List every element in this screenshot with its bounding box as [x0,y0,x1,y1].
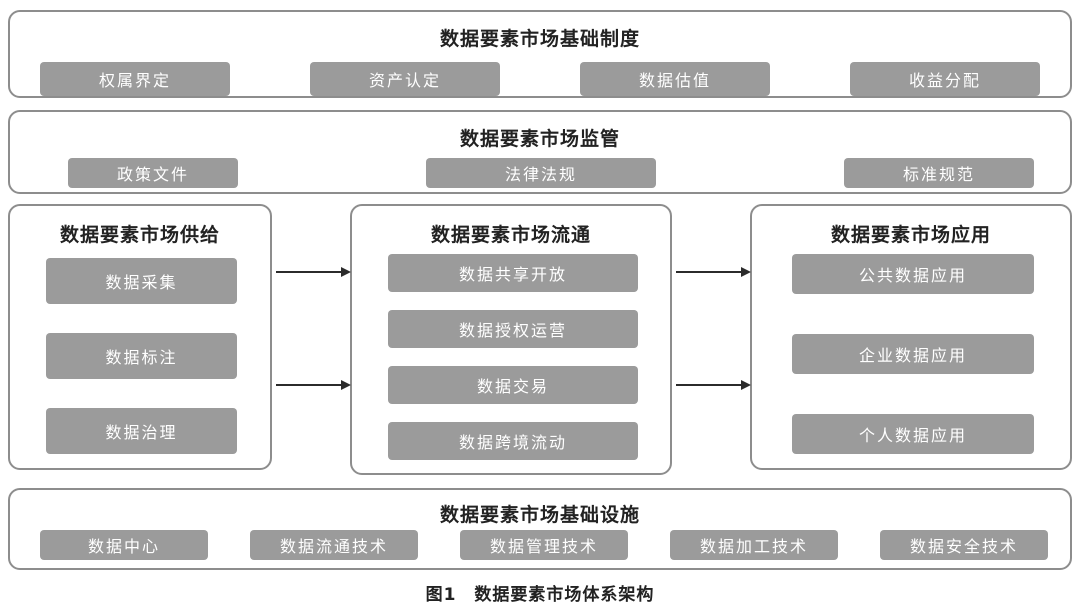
section-foundation: 数据要素市场基础制度 权属界定 资产认定 数据估值 收益分配 [8,10,1072,98]
section-foundation-items: 权属界定 资产认定 数据估值 收益分配 [40,62,1040,96]
regulation-item-standards: 标准规范 [844,158,1034,188]
section-foundation-title: 数据要素市场基础制度 [439,28,640,50]
foundation-item-asset-recognition: 资产认定 [310,62,500,96]
infrastructure-item-processing-tech: 数据加工技术 [670,530,838,560]
supply-item-data-governance: 数据治理 [46,408,237,454]
section-regulation: 数据要素市场监管 政策文件 法律法规 标准规范 [8,110,1072,194]
infrastructure-item-management-tech: 数据管理技术 [460,530,628,560]
foundation-item-data-valuation: 数据估值 [580,62,770,96]
figure-caption: 图1 数据要素市场体系架构 [425,585,655,605]
section-supply: 数据要素市场供给 数据采集 数据标注 数据治理 [8,204,272,470]
circulation-item-cross-border-flow: 数据跨境流动 [388,422,638,460]
supply-item-data-labeling: 数据标注 [46,333,237,379]
arrow-supply-to-circulation-bottom-icon [276,380,351,390]
section-infrastructure-title: 数据要素市场基础设施 [439,504,640,526]
regulation-item-policy-documents: 政策文件 [68,158,238,188]
foundation-item-rights-definition: 权属界定 [40,62,230,96]
circulation-item-data-trading: 数据交易 [388,366,638,404]
supply-item-data-collection: 数据采集 [46,258,237,304]
application-item-public-data: 公共数据应用 [792,254,1034,294]
application-item-enterprise-data: 企业数据应用 [792,334,1034,374]
section-circulation: 数据要素市场流通 数据共享开放 数据授权运营 数据交易 数据跨境流动 [350,204,672,475]
section-circulation-title: 数据要素市场流通 [430,224,591,246]
section-regulation-items: 政策文件 法律法规 标准规范 [68,158,1034,188]
arrow-supply-to-circulation-top-icon [276,267,351,277]
section-infrastructure: 数据要素市场基础设施 数据中心 数据流通技术 数据管理技术 数据加工技术 数据安… [8,488,1072,570]
section-supply-title: 数据要素市场供给 [59,224,220,246]
section-infrastructure-items: 数据中心 数据流通技术 数据管理技术 数据加工技术 数据安全技术 [40,530,1048,560]
arrow-circulation-to-application-bottom-icon [676,380,751,390]
infrastructure-item-circulation-tech: 数据流通技术 [250,530,418,560]
foundation-item-revenue-distribution: 收益分配 [850,62,1040,96]
infrastructure-item-data-center: 数据中心 [40,530,208,560]
circulation-item-data-sharing: 数据共享开放 [388,254,638,292]
arrow-circulation-to-application-top-icon [676,267,751,277]
section-regulation-title: 数据要素市场监管 [459,128,620,150]
infrastructure-item-security-tech: 数据安全技术 [880,530,1048,560]
regulation-item-laws-regulations: 法律法规 [426,158,656,188]
circulation-item-authorized-operation: 数据授权运营 [388,310,638,348]
section-application: 数据要素市场应用 公共数据应用 企业数据应用 个人数据应用 [750,204,1072,470]
section-application-title: 数据要素市场应用 [830,224,991,246]
application-item-personal-data: 个人数据应用 [792,414,1034,454]
